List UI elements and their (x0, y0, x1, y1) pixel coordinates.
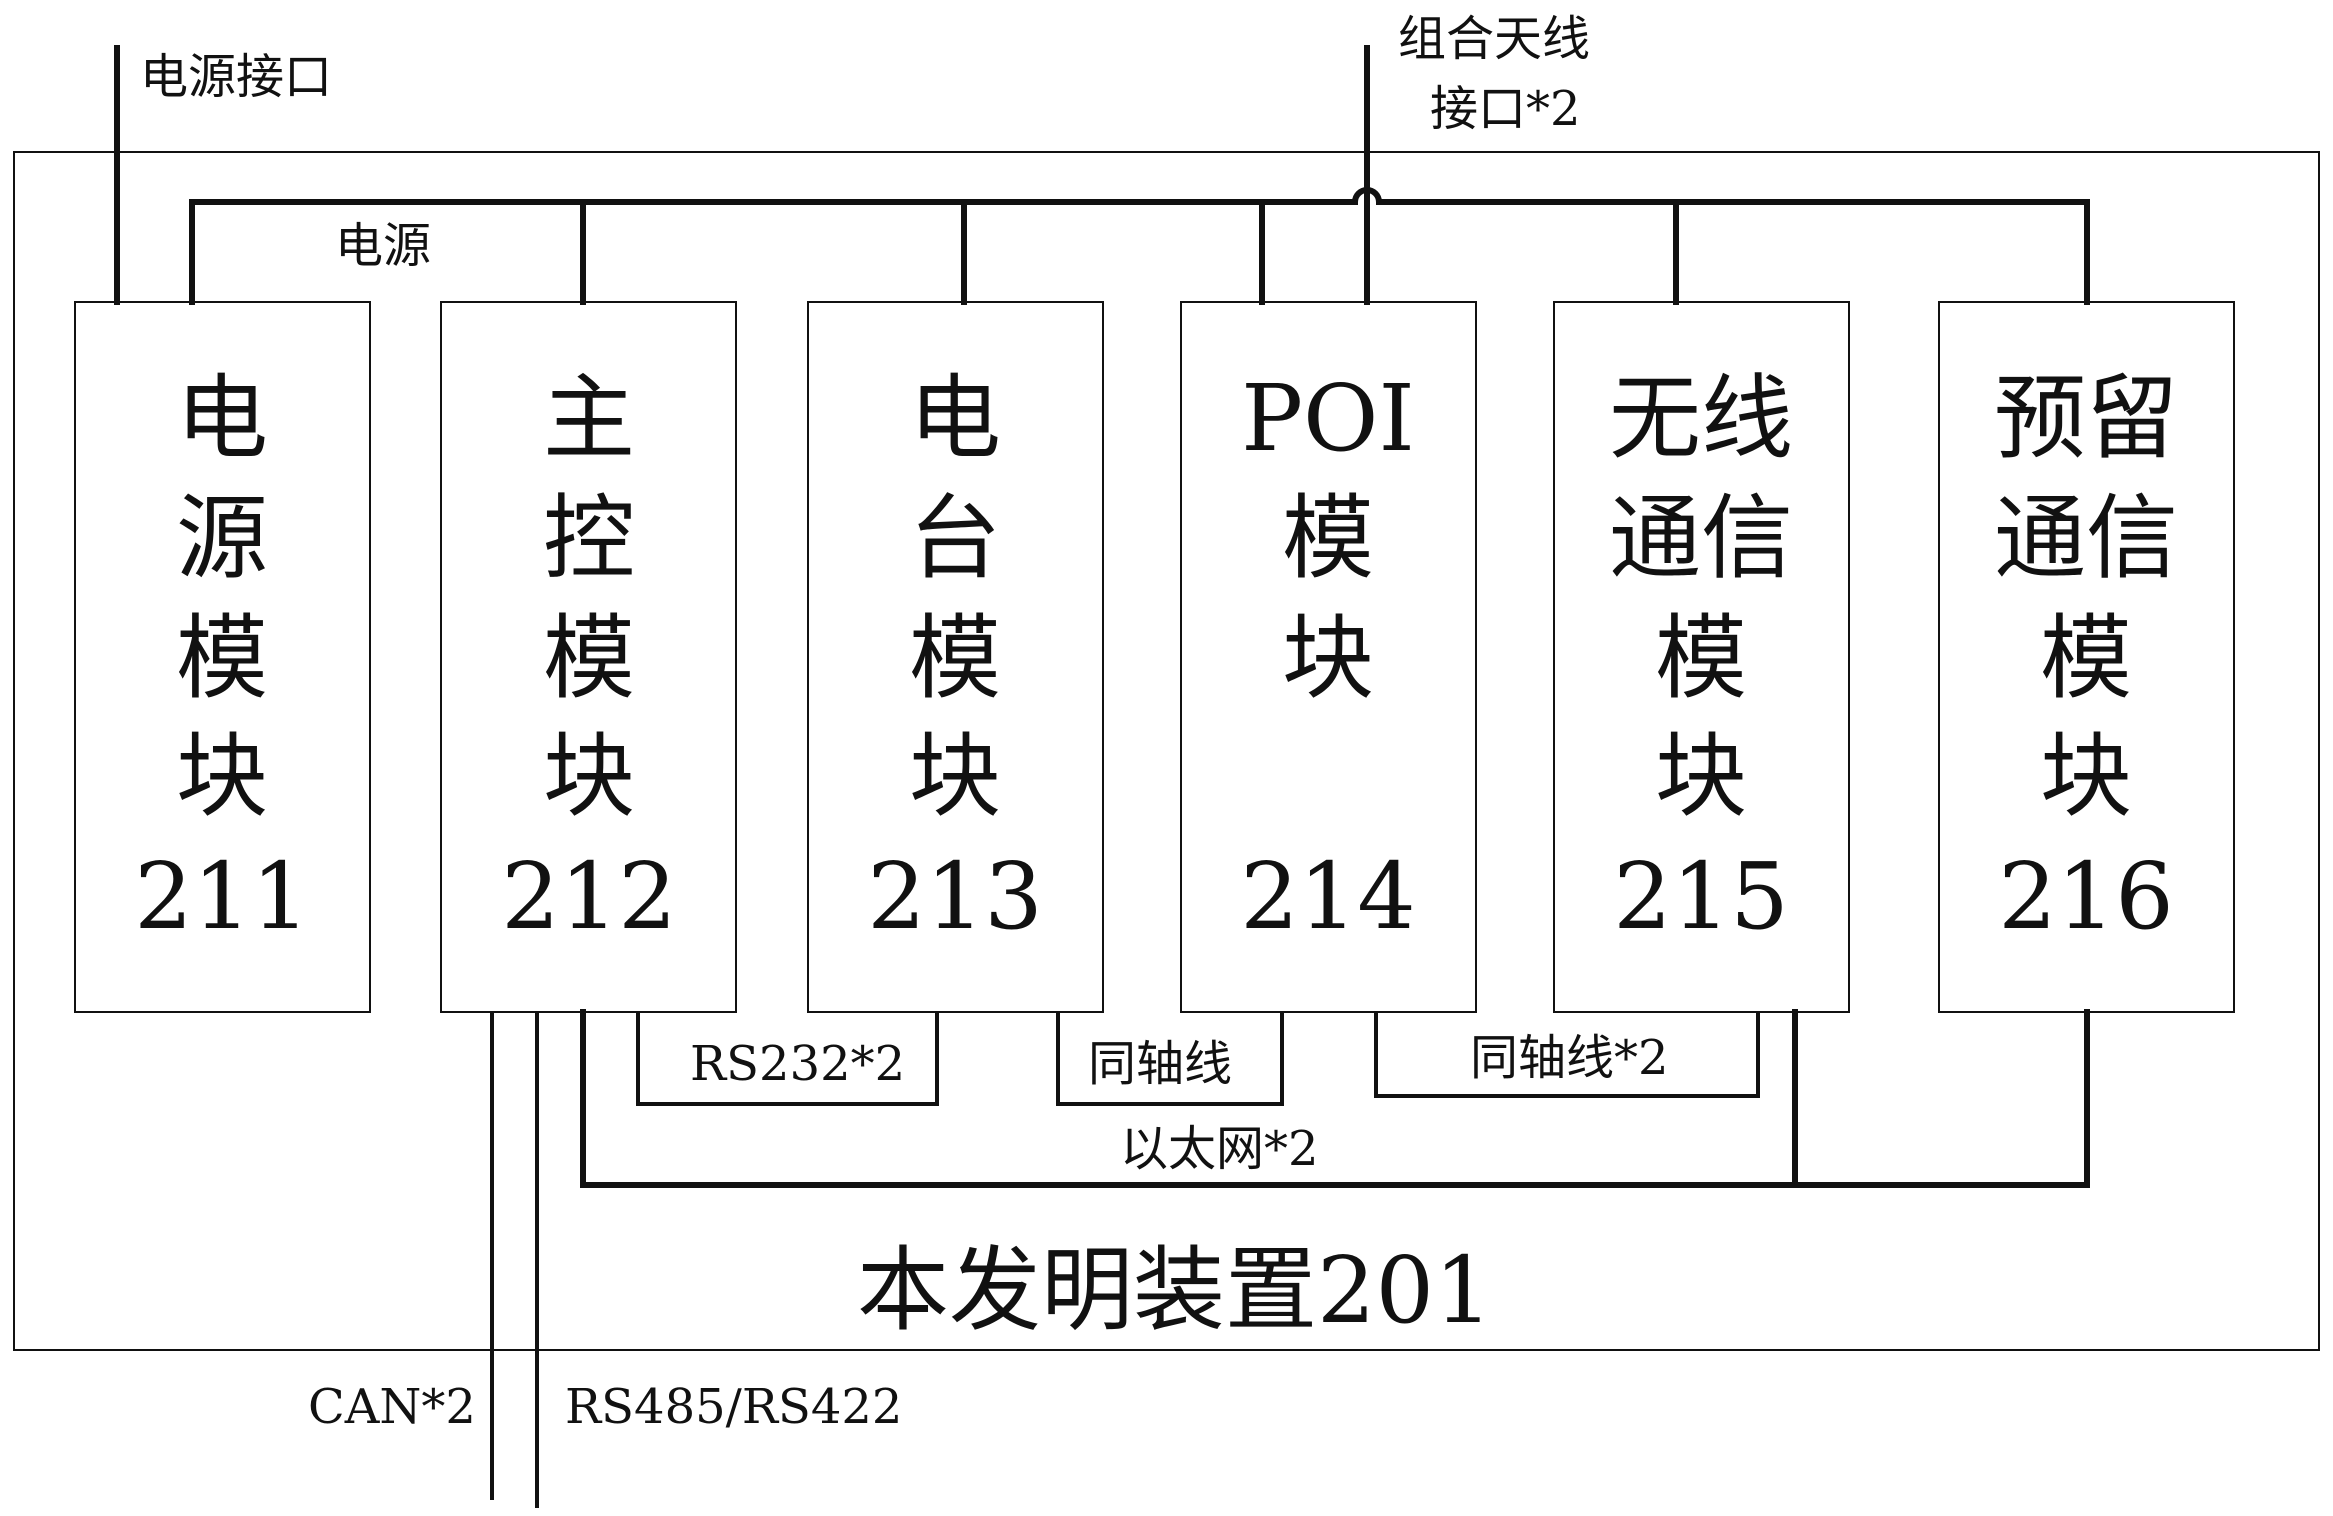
module-box-214 (1180, 301, 1477, 1013)
rs232-label: RS232*2 (690, 1036, 905, 1092)
diagram-title: 本发明装置201 (857, 1237, 1493, 1344)
module-216-line-2: 通信 (1994, 485, 2178, 592)
rs485-label: RS485/RS422 (565, 1379, 902, 1435)
ethernet-line (580, 1009, 2090, 1188)
power-bus-label: 电源 (335, 218, 431, 274)
module-215-line-5: 215 (1613, 843, 1789, 950)
module-box-213 (807, 301, 1104, 1013)
module-211-line-3: 模 (176, 605, 268, 712)
module-215-line-3: 模 (1655, 605, 1747, 712)
module-212-line-4: 块 (543, 723, 635, 830)
antenna-interface-label-line2: 接口*2 (1430, 81, 1581, 137)
power-bus-line (189, 187, 2090, 205)
module-215-line-2: 通信 (1609, 485, 1793, 592)
module-213-line-4: 块 (909, 723, 1001, 830)
module-216-line-5: 216 (1998, 843, 2174, 950)
coax2-label: 同轴线*2 (1470, 1030, 1669, 1086)
module-box-211 (74, 301, 371, 1013)
ethernet-label: 以太网*2 (1120, 1121, 1319, 1177)
coax-label: 同轴线 (1088, 1036, 1232, 1092)
module-211-line-4: 块 (176, 723, 268, 830)
module-215-line-1: 无线 (1609, 365, 1793, 472)
module-211-line-2: 源 (176, 485, 268, 592)
module-213-line-3: 模 (909, 605, 1001, 712)
module-212-line-3: 模 (543, 605, 635, 712)
module-212-line-5: 212 (501, 843, 677, 950)
module-211-line-5: 211 (134, 843, 310, 950)
module-216-line-4: 块 (2040, 723, 2132, 830)
module-211-line-1: 电 (176, 365, 268, 472)
module-212-line-1: 主 (543, 365, 635, 472)
coax2-link (1374, 1012, 1760, 1098)
module-214-line-5: 214 (1240, 843, 1416, 950)
module-214-line-3: 块 (1282, 605, 1374, 712)
module-216-line-3: 模 (2040, 605, 2132, 712)
coax-link (1056, 1012, 1284, 1106)
antenna-interface-label-line1: 组合天线 (1398, 11, 1590, 67)
module-214-line-1: POI (1241, 365, 1415, 472)
module-213-line-5: 213 (867, 843, 1043, 950)
module-box-215 (1553, 301, 1850, 1013)
can-label: CAN*2 (308, 1379, 476, 1435)
rs232-link (636, 1012, 939, 1106)
module-box-212 (440, 301, 737, 1013)
device-enclosure (13, 151, 2320, 1351)
module-214-line-2: 模 (1282, 485, 1374, 592)
module-215-line-4: 块 (1655, 723, 1747, 830)
power-interface-label: 电源接口 (140, 49, 332, 105)
module-213-line-2: 台 (909, 485, 1001, 592)
module-216-line-1: 预留 (1994, 365, 2178, 472)
module-212-line-2: 控 (543, 485, 635, 592)
module-213-line-1: 电 (909, 365, 1001, 472)
